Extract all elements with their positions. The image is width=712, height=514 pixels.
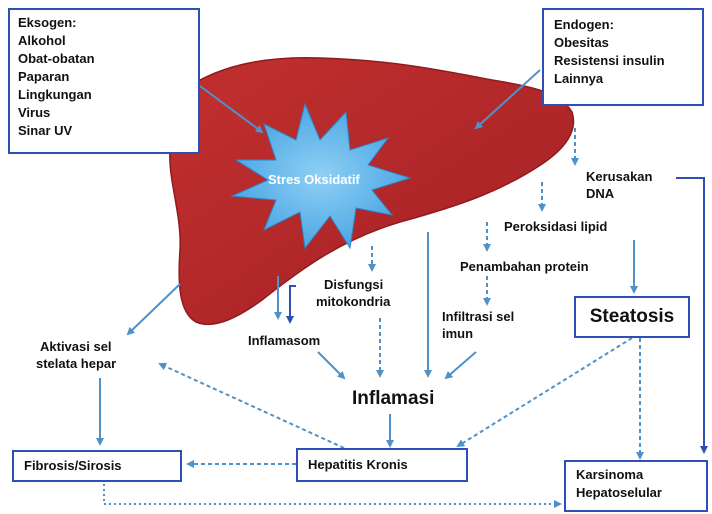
disfungsi-line: mitokondria (316, 293, 390, 310)
penambahan-protein-label: Penambahan protein (458, 258, 591, 275)
oxidative-stress-label: Stres Oksidatif (268, 171, 360, 188)
steatosis-box: Steatosis (574, 296, 690, 338)
eksogen-line: Alkohol (18, 32, 190, 50)
arrow-liver-aktivasi (128, 284, 180, 334)
endogen-line: Lainnya (554, 70, 692, 88)
disfungsi-mitokondria-label: Disfungsi mitokondria (314, 276, 392, 310)
karsinoma-line: Hepatoselular (576, 484, 696, 502)
endogen-line: Endogen: (554, 16, 692, 34)
aktivasi-sel-stelata-label: Aktivasi sel stelata hepar (34, 338, 118, 372)
hepatitis-box: Hepatitis Kronis (296, 448, 468, 482)
inflamasi-label: Inflamasi (350, 388, 436, 410)
arrow-fibrosis-karsinoma (104, 484, 560, 504)
arrow-infiltrasi-inflamasi (446, 352, 476, 378)
eksogen-line: Eksogen: (18, 14, 190, 32)
eksogen-line: Paparan (18, 68, 190, 86)
arrow-hepatitis-aktivasi (160, 364, 344, 448)
disfungsi-line: Disfungsi (316, 276, 390, 293)
aktivasi-line: Aktivasi sel (36, 338, 116, 355)
kerusakan-line: Kerusakan (586, 168, 652, 185)
eksogen-line: Sinar UV (18, 122, 190, 140)
fibrosis-box: Fibrosis/Sirosis (12, 450, 182, 482)
peroksidasi-lipid-label: Peroksidasi lipid (502, 218, 609, 235)
steatosis-label: Steatosis (576, 298, 688, 336)
kerusakan-dna-label: Kerusakan DNA (584, 168, 654, 202)
infiltrasi-line: Infiltrasi sel (442, 308, 514, 325)
arrow-steatosis-hepatitis (458, 338, 632, 446)
eksogen-line: Obat-obatan (18, 50, 190, 68)
endogen-box: Endogen: Obesitas Resistensi insulin Lai… (542, 8, 704, 106)
eksogen-line: Lingkungan (18, 86, 190, 104)
infiltrasi-line: imun (442, 325, 514, 342)
eksogen-box: Eksogen: Alkohol Obat-obatan Paparan Lin… (8, 8, 200, 154)
kerusakan-line: DNA (586, 185, 652, 202)
inflamasom-label: Inflamasom (246, 332, 322, 349)
infiltrasi-sel-imun-label: Infiltrasi sel imun (440, 308, 516, 342)
karsinoma-line: Karsinoma (576, 466, 696, 484)
arrow-to-inflamasom-2 (290, 286, 296, 322)
endogen-line: Resistensi insulin (554, 52, 692, 70)
aktivasi-line: stelata hepar (36, 355, 116, 372)
arrow-inflamasom-inflamasi (318, 352, 344, 378)
endogen-line: Obesitas (554, 34, 692, 52)
fibrosis-label: Fibrosis/Sirosis (24, 452, 170, 480)
karsinoma-box: Karsinoma Hepatoselular (564, 460, 708, 512)
hepatitis-label: Hepatitis Kronis (308, 450, 456, 480)
eksogen-line: Virus (18, 104, 190, 122)
